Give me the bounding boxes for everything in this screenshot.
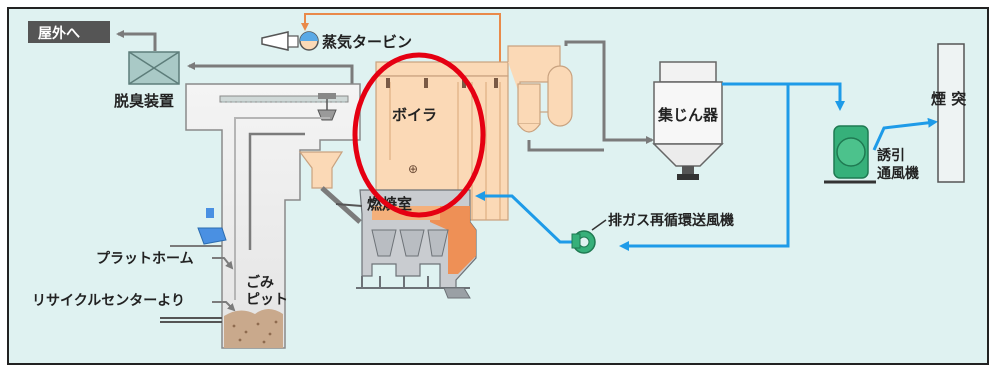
- chimney: 煙 突: [931, 43, 966, 183]
- deodorizer-unit: 脱臭装置: [114, 51, 180, 110]
- gas-recirculation-fan: 排ガス再循環送風機: [571, 212, 734, 254]
- induced-draft-fan-label-line2: 通風機: [877, 165, 919, 182]
- platform-truck: プラットホーム: [96, 208, 234, 270]
- dust-collector: 集じん器: [652, 61, 724, 180]
- steam-turbine-label: 蒸気タービン: [322, 33, 412, 51]
- dust-collector-label: 集じん器: [657, 106, 719, 124]
- outdoor-label-text: 屋外へ: [38, 25, 80, 42]
- refuse-pit-building: ごみ ピット: [185, 83, 361, 349]
- outdoor-label: 屋外へ: [28, 21, 110, 43]
- induced-draft-fan: 誘引 通風機: [824, 125, 919, 184]
- refuse-pit-label-line1: ごみ: [246, 274, 274, 291]
- induced-draft-fan-label-line1: 誘引: [877, 147, 905, 164]
- refuse-pit-label-line2: ピット: [246, 292, 288, 308]
- svg-text:⊕: ⊕: [408, 162, 418, 176]
- chimney-label: 煙 突: [931, 90, 966, 108]
- deodorizer-label: 脱臭装置: [114, 92, 174, 110]
- boiler-label: ボイラ: [392, 106, 437, 124]
- gas-recirculation-fan-label: 排ガス再循環送風機: [608, 212, 734, 229]
- steam-turbine: 蒸気タービン: [261, 31, 412, 51]
- recycle-center-input: リサイクルセンターより: [32, 293, 236, 323]
- platform-label: プラットホーム: [96, 251, 194, 267]
- recycle-center-label: リサイクルセンターより: [32, 293, 185, 309]
- combustion-chamber: 燃焼室: [298, 151, 477, 299]
- boiler-highlight-circle: [352, 52, 486, 218]
